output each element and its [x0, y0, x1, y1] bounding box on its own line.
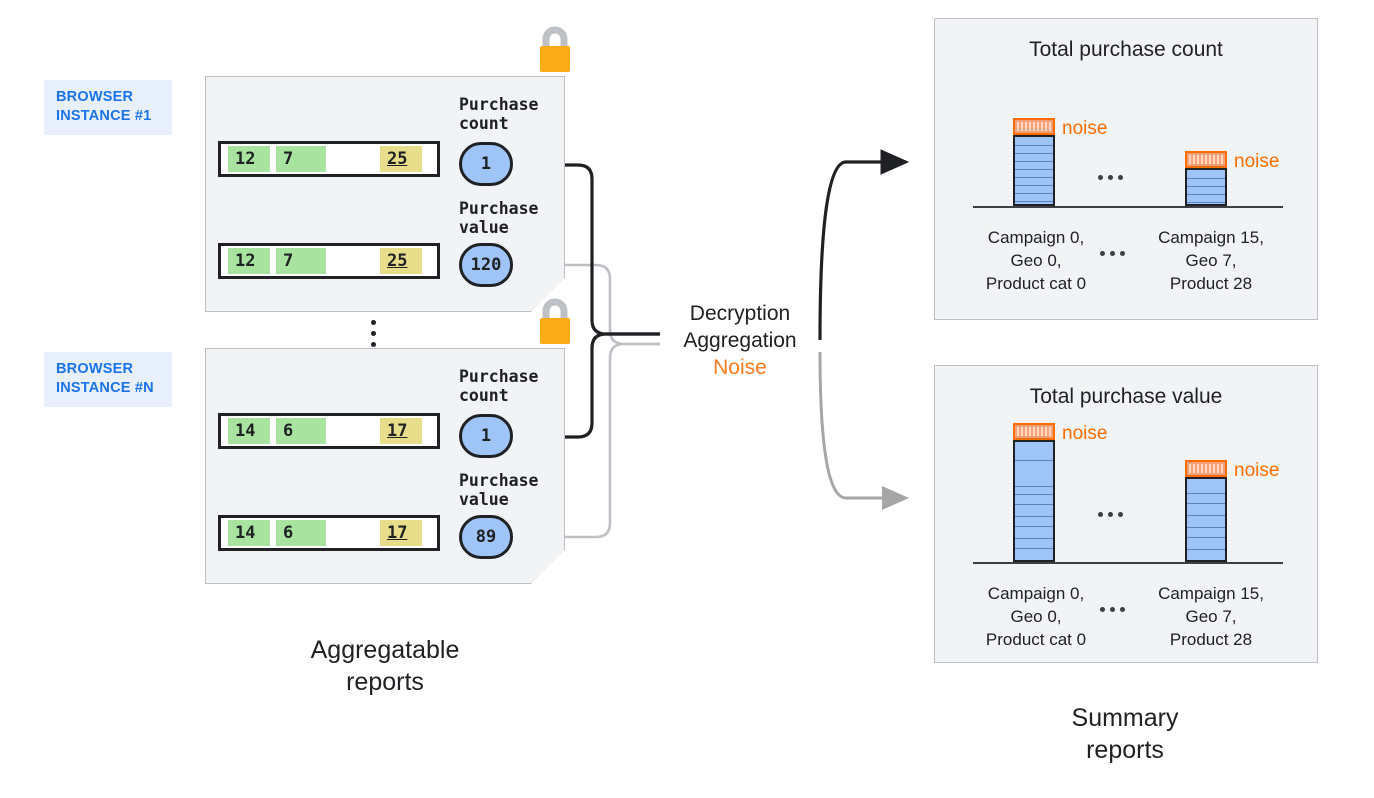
report-n-value-cell-1: 6 — [276, 520, 326, 546]
report-1-count-cell-1: 7 — [276, 146, 326, 172]
report-1-value-cell-1: 7 — [276, 248, 326, 274]
report-1-row-count: 12 7 25 — [218, 141, 440, 177]
report-n-row-count: 14 6 17 — [218, 413, 440, 449]
report-n-value-cell-2: 17 — [380, 520, 422, 546]
summary-count-axis — [973, 206, 1283, 208]
summary-report-count-panel — [934, 18, 1318, 320]
report-n-count-cell-1: 6 — [276, 418, 326, 444]
summary-value-axis — [973, 562, 1283, 564]
summary-count-categories-ellipsis — [1100, 251, 1125, 256]
report-n-value-label: Purchase value — [459, 471, 539, 509]
summary-count-bar-1 — [1185, 168, 1227, 206]
aggregatable-reports-caption: Aggregatable reports — [310, 636, 460, 696]
report-n-row-value: 14 6 17 — [218, 515, 440, 551]
summary-value-categories-ellipsis — [1100, 607, 1125, 612]
report-n-value-cell-spacer — [326, 520, 380, 546]
report-n-count-label: Purchase count — [459, 367, 539, 405]
report-n-count-cell-spacer — [326, 418, 380, 444]
report-1-count-pill: 1 — [459, 142, 513, 186]
summary-value-category-1: Campaign 15, Geo 7, Product 28 — [1158, 584, 1264, 649]
summary-value-bar-0-noise-label: noise — [1062, 423, 1108, 444]
wire-out-value — [818, 351, 909, 510]
summary-value-title: Total purchase value — [1029, 385, 1223, 408]
summary-value-category-0: Campaign 0, Geo 0, Product cat 0 — [985, 584, 1087, 649]
summary-value-bar-1-noise-label: noise — [1234, 460, 1280, 481]
summary-count-bar-1-noise-label: noise — [1234, 151, 1280, 172]
summary-count-category-1: Campaign 15, Geo 7, Product 28 — [1158, 228, 1264, 293]
report-1-count-label: Purchase count — [459, 95, 539, 133]
report-n-count-cell-2: 17 — [380, 418, 422, 444]
panel-fold-corner — [531, 550, 565, 584]
lock-icon — [540, 298, 570, 344]
wire-out-count — [818, 149, 910, 341]
summary-count-bar-0-noise — [1013, 118, 1055, 135]
report-n-value-pill: 89 — [459, 515, 513, 559]
report-1-count-cell-0: 12 — [228, 146, 270, 172]
summary-reports-caption: Summary reports — [1071, 704, 1179, 764]
summary-count-bar-0 — [1013, 135, 1055, 206]
vertical-ellipsis — [371, 320, 376, 347]
report-n-count-pill: 1 — [459, 414, 513, 458]
summary-count-bar-0-noise-label: noise — [1062, 118, 1108, 139]
summary-value-bar-1-noise — [1185, 460, 1227, 477]
report-1-row-value: 12 7 25 — [218, 243, 440, 279]
report-1-value-pill: 120 — [459, 243, 513, 287]
report-1-value-cell-spacer — [326, 248, 380, 274]
report-1-value-label: Purchase value — [459, 199, 539, 237]
summary-report-value-panel — [934, 365, 1318, 663]
process-line-aggregation: Aggregation — [683, 329, 797, 352]
lock-icon — [540, 26, 570, 72]
process-line-decryption: Decryption — [689, 302, 791, 325]
browser-instance-1-chip: BROWSER INSTANCE #1 — [44, 80, 172, 135]
report-n-value-cell-0: 14 — [228, 520, 270, 546]
summary-count-bar-1-noise — [1185, 151, 1227, 168]
summary-count-title: Total purchase count — [1029, 38, 1223, 61]
summary-value-bar-1 — [1185, 477, 1227, 562]
report-1-count-cell-2: 25 — [380, 146, 422, 172]
report-1-value-cell-0: 12 — [228, 248, 270, 274]
process-block: Decryption Aggregation Noise — [660, 300, 820, 381]
summary-count-category-0: Campaign 0, Geo 0, Product cat 0 — [985, 228, 1087, 293]
summary-count-bars-ellipsis — [1098, 175, 1123, 180]
summary-value-bars-ellipsis — [1098, 512, 1123, 517]
report-n-count-cell-0: 14 — [228, 418, 270, 444]
summary-value-bar-0-noise — [1013, 423, 1055, 440]
summary-value-bar-0 — [1013, 440, 1055, 562]
browser-instance-n-chip: BROWSER INSTANCE #N — [44, 352, 172, 407]
process-line-noise: Noise — [713, 356, 767, 379]
report-1-value-cell-2: 25 — [380, 248, 422, 274]
report-1-count-cell-spacer — [326, 146, 380, 172]
